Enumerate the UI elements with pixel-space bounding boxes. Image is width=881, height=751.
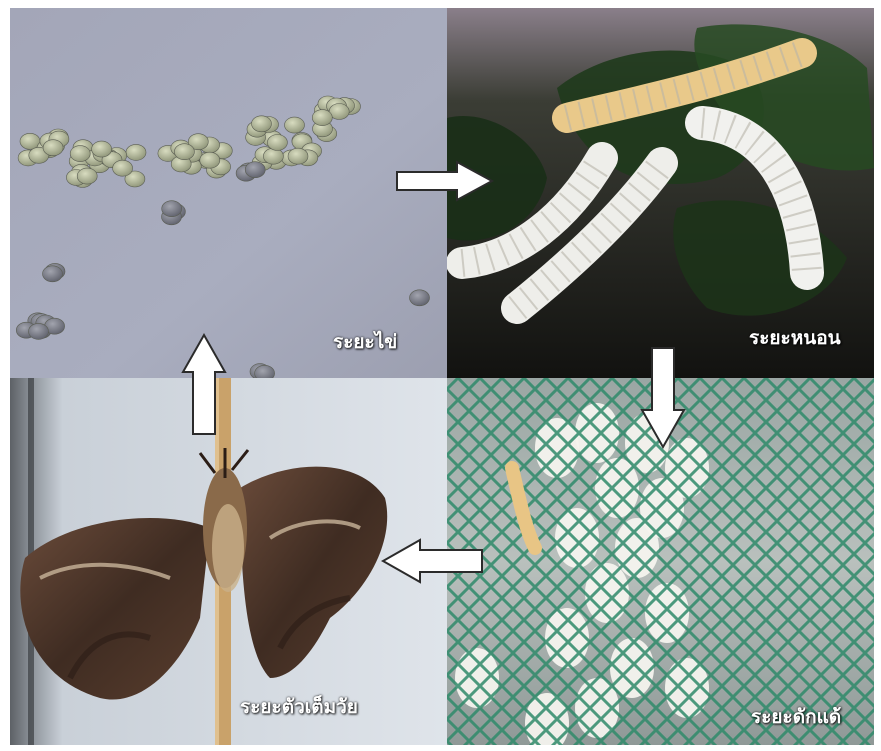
silkworm-egg — [263, 148, 283, 164]
silkworm-egg — [200, 152, 220, 168]
silkworm-egg — [70, 146, 90, 162]
thick-arrow-icon — [181, 332, 227, 436]
silkworm-egg — [43, 266, 63, 282]
silkworm-egg — [252, 116, 272, 132]
arrow-eggs-to-larva — [395, 160, 495, 202]
thick-arrow-icon — [640, 346, 686, 450]
silkworm-egg — [245, 162, 265, 178]
larva-stage-label: ระยะหนอน — [749, 323, 841, 353]
silkworm-egg — [267, 135, 287, 151]
silkworm-egg — [410, 290, 430, 306]
pupa-stage-label: ระยะดักแด้ — [751, 702, 841, 732]
silkworm-egg — [312, 110, 332, 126]
thick-arrow-icon — [380, 538, 484, 584]
egg-stage-label: ระยะไข่ — [333, 327, 397, 357]
silkworm-egg — [29, 323, 49, 339]
arrow-adult-to-eggs — [181, 332, 227, 436]
silkworm-egg — [288, 148, 308, 164]
silkworm-egg — [126, 144, 146, 160]
silkworm-egg — [162, 201, 182, 217]
silkworm-egg — [113, 160, 133, 176]
silkworm-egg — [77, 168, 97, 184]
arrow-larva-to-pupa — [640, 346, 686, 450]
adult-stage-label: ระยะตัวเต็มวัย — [240, 692, 358, 722]
silkworm-egg — [285, 117, 305, 133]
egg-stage-photo — [10, 8, 447, 378]
arrow-pupa-to-adult — [380, 538, 484, 584]
silkworm-egg — [174, 144, 194, 160]
silkworm-egg — [43, 140, 63, 156]
silkworm-egg — [92, 141, 112, 157]
thick-arrow-icon — [395, 160, 495, 202]
